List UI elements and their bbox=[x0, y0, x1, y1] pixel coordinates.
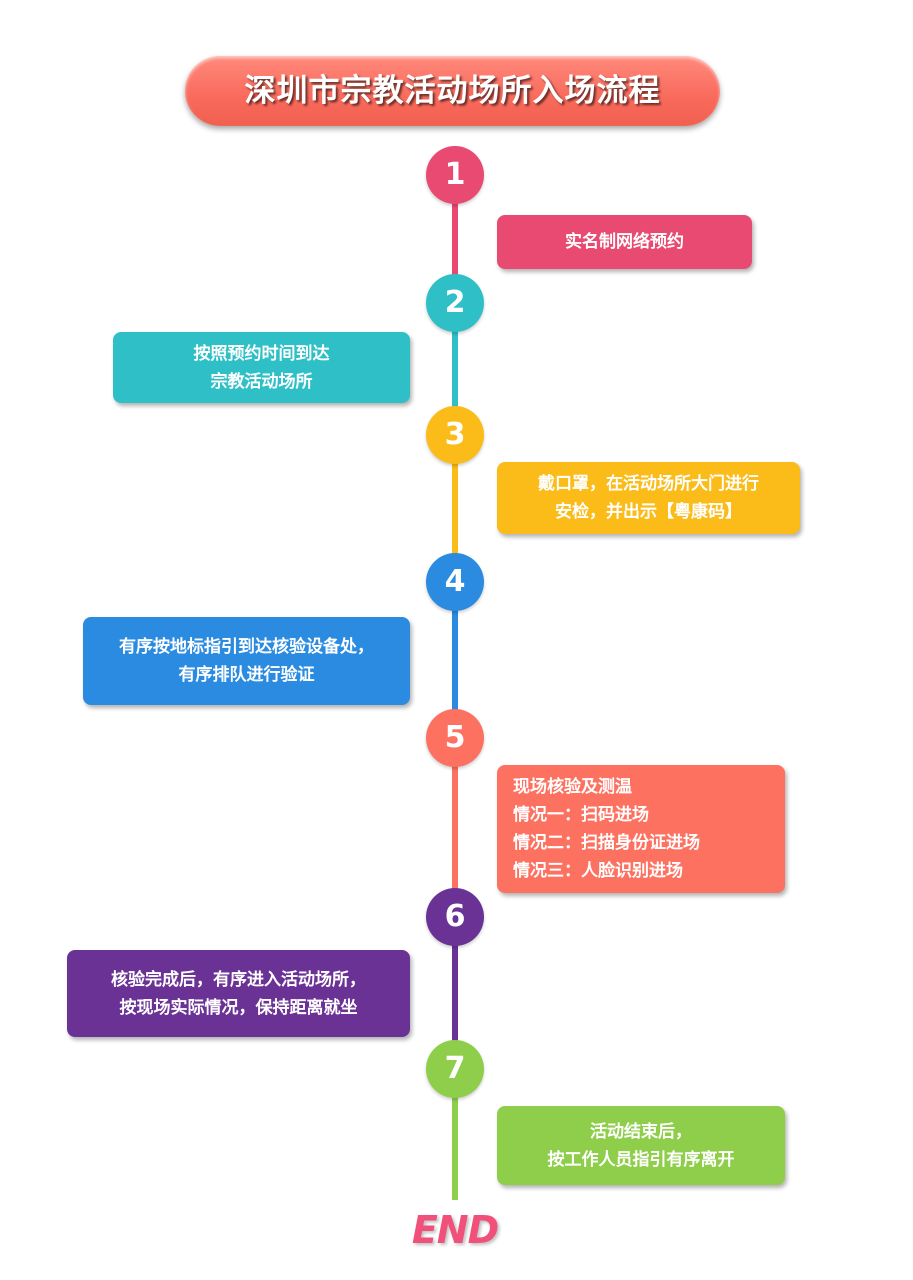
page-title: 深圳市宗教活动场所入场流程 bbox=[185, 56, 720, 126]
step-6-text-line: 按现场实际情况，保持距离就坐 bbox=[119, 997, 358, 1018]
connector-2-3 bbox=[452, 330, 458, 440]
step-1-text: 实名制网络预约 bbox=[565, 232, 684, 252]
step-2-number: 2 bbox=[426, 274, 484, 332]
step-7-box: 活动结束后， 按工作人员指引有序离开 bbox=[497, 1106, 785, 1185]
connector-5-6 bbox=[452, 760, 458, 920]
step-3-box: 戴口罩，在活动场所大门进行 安检，并出示【粤康码】 bbox=[497, 462, 800, 534]
step-4-box: 有序按地标指引到达核验设备处， 有序排队进行验证 bbox=[83, 617, 410, 705]
step-3-text-line: 安检，并出示【粤康码】 bbox=[555, 502, 742, 522]
connector-7-end bbox=[452, 1090, 458, 1200]
step-5-text-line: 情况一：扫码进场 bbox=[513, 805, 649, 825]
step-5-box: 现场核验及测温 情况一：扫码进场 情况二：扫描身份证进场 情况三：人脸识别进场 bbox=[497, 765, 785, 893]
step-6-number: 6 bbox=[426, 888, 484, 946]
step-2-text-line: 按照预约时间到达 bbox=[193, 343, 330, 364]
connector-1-2 bbox=[452, 200, 458, 310]
step-4-text-line: 有序排队进行验证 bbox=[178, 665, 315, 685]
step-7-text-line: 活动结束后， bbox=[590, 1121, 692, 1142]
step-1-box: 实名制网络预约 bbox=[497, 215, 752, 269]
step-6-box: 核验完成后，有序进入活动场所， 按现场实际情况，保持距离就坐 bbox=[67, 950, 410, 1037]
step-2-box: 按照预约时间到达 宗教活动场所 bbox=[113, 332, 410, 403]
step-1-number: 1 bbox=[426, 146, 484, 204]
step-5-text-line: 现场核验及测温 bbox=[513, 777, 632, 797]
step-5-number: 5 bbox=[426, 709, 484, 767]
step-7-text-line: 按工作人员指引有序离开 bbox=[547, 1149, 735, 1170]
step-3-number: 3 bbox=[426, 406, 484, 464]
step-6-text-line: 核验完成后，有序进入活动场所， bbox=[111, 969, 366, 990]
step-4-text-line: 有序按地标指引到达核验设备处， bbox=[119, 637, 374, 657]
connector-4-5 bbox=[452, 605, 458, 740]
step-3-text-line: 戴口罩，在活动场所大门进行 bbox=[538, 474, 759, 494]
step-5-text-line: 情况二：扫描身份证进场 bbox=[513, 833, 700, 853]
step-7-number: 7 bbox=[426, 1040, 484, 1098]
step-2-text-line: 宗教活动场所 bbox=[210, 371, 313, 392]
end-label: END bbox=[411, 1208, 499, 1252]
connector-6-7 bbox=[452, 940, 458, 1070]
step-4-number: 4 bbox=[426, 553, 484, 611]
step-5-text-line: 情况三：人脸识别进场 bbox=[513, 861, 683, 881]
connector-3-4 bbox=[452, 460, 458, 585]
